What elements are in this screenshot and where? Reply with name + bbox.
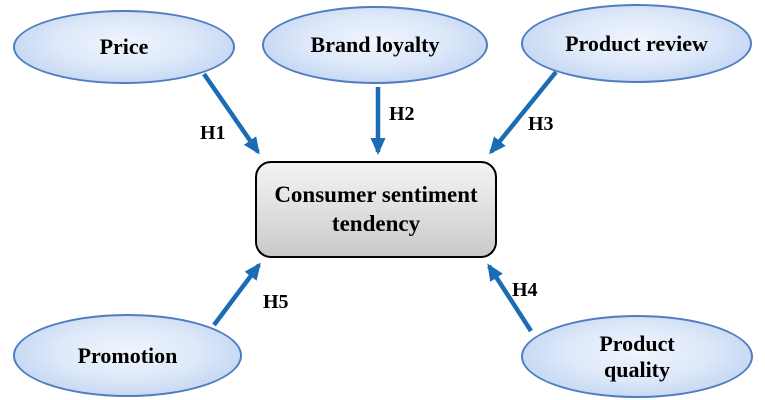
node-price-label: Price bbox=[99, 34, 149, 60]
edge-label-h1: H1 bbox=[200, 122, 226, 144]
node-product-quality: Product quality bbox=[521, 315, 753, 398]
node-product-review-label: Product review bbox=[565, 30, 708, 56]
arrow-h3 bbox=[489, 70, 558, 155]
center-box-label: Consumer sentiment tendency bbox=[274, 182, 478, 236]
node-price: Price bbox=[13, 10, 235, 84]
edge-label-h3: H3 bbox=[528, 113, 554, 135]
node-consumer-sentiment-tendency: Consumer sentiment tendency bbox=[255, 161, 497, 258]
edge-label-h5: H5 bbox=[263, 291, 289, 313]
node-product-quality-label: Product quality bbox=[599, 330, 675, 382]
edge-label-h2: H2 bbox=[389, 103, 415, 125]
node-product-review: Product review bbox=[521, 4, 752, 83]
node-promotion: Promotion bbox=[13, 314, 242, 397]
node-brand-loyalty-label: Brand loyalty bbox=[310, 32, 440, 58]
node-brand-loyalty: Brand loyalty bbox=[262, 6, 488, 84]
edge-label-h4: H4 bbox=[512, 279, 538, 301]
node-promotion-label: Promotion bbox=[77, 342, 178, 368]
arrow-h5 bbox=[212, 262, 261, 327]
